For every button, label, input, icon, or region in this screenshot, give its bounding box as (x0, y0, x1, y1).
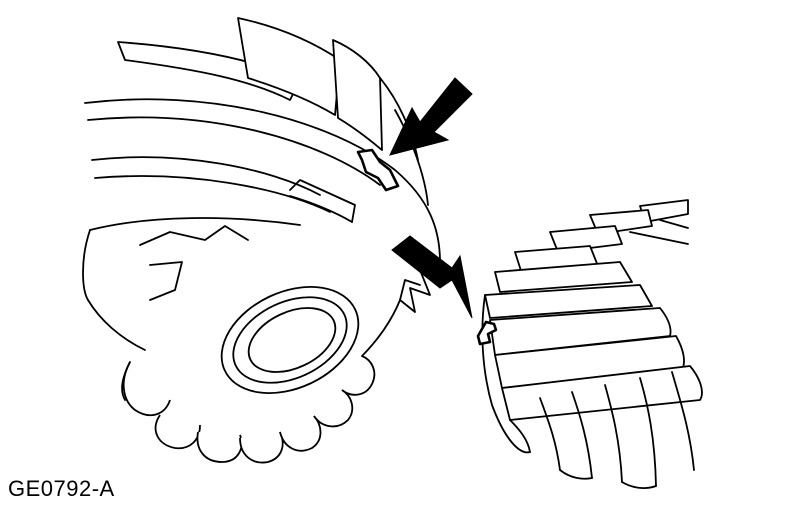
wear-mark-ring-gear (356, 148, 400, 192)
ring-gear (82, 17, 441, 464)
arrow-lower-icon (391, 235, 473, 319)
wear-mark-pinion-gear (476, 320, 498, 346)
figure-code: GE0792-A (8, 476, 115, 501)
arrow-upper-icon (389, 77, 473, 156)
pinion-gear (476, 199, 703, 489)
